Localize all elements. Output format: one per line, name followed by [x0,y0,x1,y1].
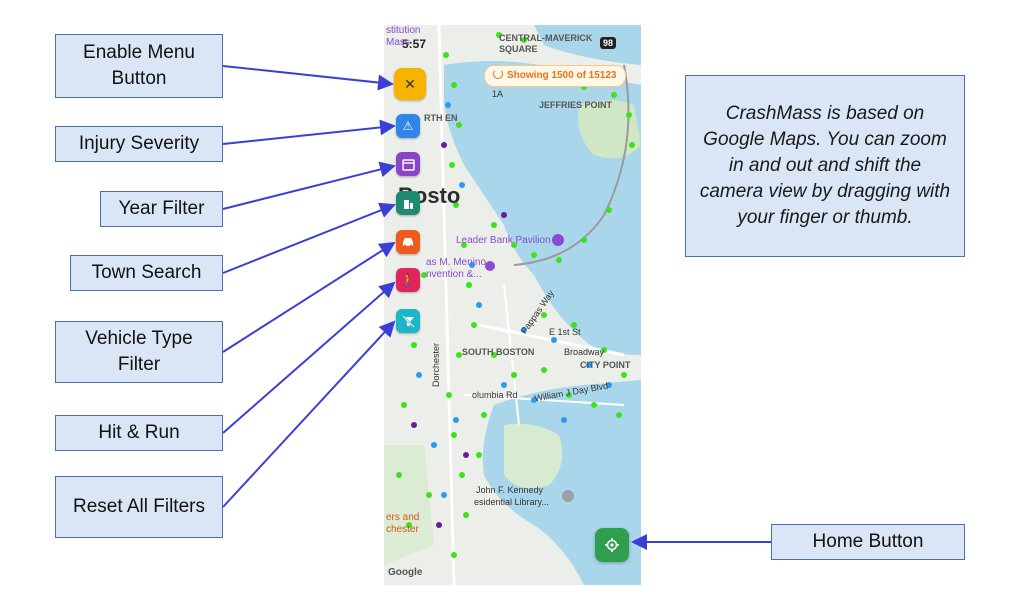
info-box: CrashMass is based on Google Maps. You c… [685,75,965,257]
map-label: SQUARE [499,44,538,54]
calendar-icon [401,158,415,171]
map-label: JEFFRIES POINT [539,100,613,110]
callout-home-button: Home Button [771,524,965,560]
map-label: Mass [386,37,410,48]
battery-indicator: 98 [600,37,617,49]
callout-reset-filters: Reset All Filters [55,476,223,538]
year-filter-button[interactable] [396,152,420,176]
status-pill: Showing 1500 of 15123 [484,65,626,87]
map-label: ers and [386,512,420,523]
close-icon: ✕ [404,75,416,92]
map-label: CENTRAL-MAVERICK [499,33,593,43]
callout-year-filter: Year Filter [100,191,223,227]
loading-icon [493,69,503,79]
map-label: chester [386,524,419,535]
map-label: SOUTH BOSTON [462,347,535,357]
reset-filters-button[interactable] [396,309,420,333]
filter-off-icon [401,314,415,328]
map-label: as M. Menino [426,257,487,268]
map-label: CITY POINT [580,360,631,370]
info-text: CrashMass is based on Google Maps. You c… [699,103,951,228]
status-time: 5:57 [402,37,427,51]
status-pill-text: Showing 1500 of 15123 [507,70,617,81]
map-label: olumbia Rd [472,390,518,400]
arrow-hit-run [222,281,396,434]
callout-injury-severity: Injury Severity [55,126,223,162]
car-icon [403,238,413,248]
vehicle-type-button[interactable] [396,230,420,254]
town-search-button[interactable] [396,191,420,215]
callout-town-search: Town Search [70,255,223,291]
map-label: stitution [386,25,421,36]
map-label: 1A [492,89,504,99]
pedestrian-icon: 🚶 [400,273,416,287]
injury-severity-button[interactable]: ⚠ [396,114,420,138]
map-label: Leader Bank Pavilion [456,235,551,246]
arrow-enable-menu [222,65,394,91]
map-label: John F. Kennedy [476,485,544,495]
callout-hit-run: Hit & Run [55,415,223,451]
map-label: Broadway [564,347,605,357]
callout-vehicle-type: Vehicle Type Filter [55,321,223,383]
phone-screen: 5:57 98 Showing 1500 of 15123 stitution … [384,25,641,585]
hit-run-button[interactable]: 🚶 [396,268,420,292]
map-label: nvention &... [426,269,482,280]
arrow-vehicle [222,241,396,353]
google-logo: Google [388,567,423,578]
arrow-injury [222,119,396,145]
arrow-year [222,161,396,210]
callout-enable-menu: Enable Menu Button [55,34,223,98]
map-label: esidential Library... [474,497,549,507]
home-button[interactable] [595,528,629,562]
map-background[interactable] [384,25,641,585]
map-label: RTH EN [424,113,458,123]
map-label: E 1st St [549,327,581,337]
locate-icon [605,538,619,552]
arrow-town [222,202,396,274]
building-icon [403,199,413,209]
map-label: Dorchester [431,342,442,388]
enable-menu-button[interactable]: ✕ [394,68,426,100]
arrow-reset [222,320,396,508]
warning-icon: ⚠ [402,119,414,133]
